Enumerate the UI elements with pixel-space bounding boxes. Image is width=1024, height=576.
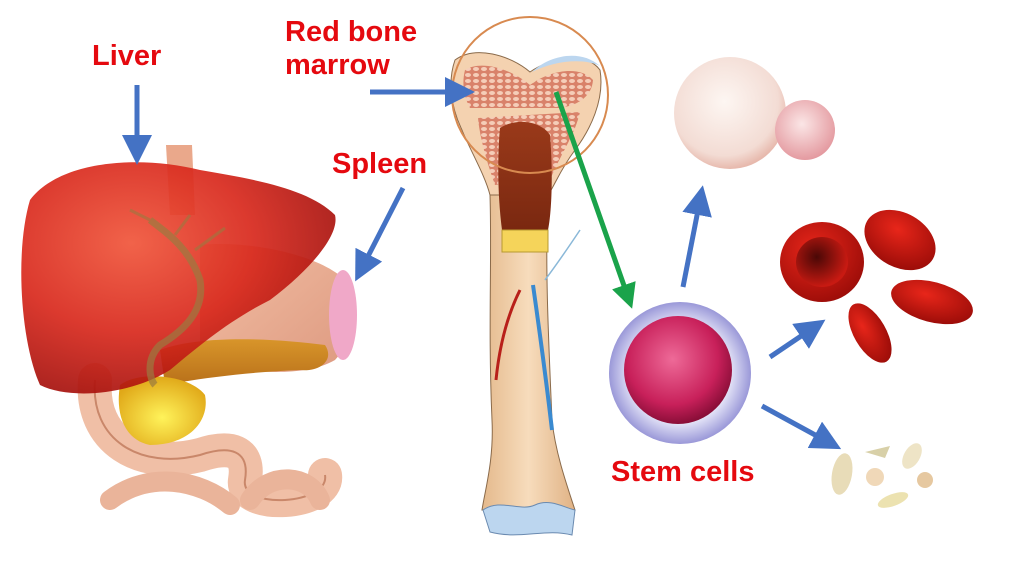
platelets-illustration: [831, 443, 933, 508]
organs-illustration: [21, 145, 357, 518]
red-blood-cells-illustration: [780, 209, 973, 363]
arrow-spleen: [355, 186, 406, 282]
red-bone-marrow-label: Red bone marrow: [285, 16, 418, 81]
arrows: [122, 77, 842, 450]
stem-cells-label: Stem cells: [611, 456, 755, 488]
stem-cell-illustration: [609, 302, 751, 444]
white-blood-cells-illustration: [674, 57, 835, 169]
arrow-to-white-blood-cells: [680, 185, 712, 288]
arrow-to-red-blood-cells: [768, 319, 826, 360]
arrow-to-platelets: [760, 403, 842, 450]
liver-label: Liver: [92, 40, 162, 72]
spleen-label: Spleen: [332, 148, 428, 180]
arrow-marrow-to-stem-cell: [553, 91, 636, 309]
bone-illustration: [450, 16, 609, 536]
